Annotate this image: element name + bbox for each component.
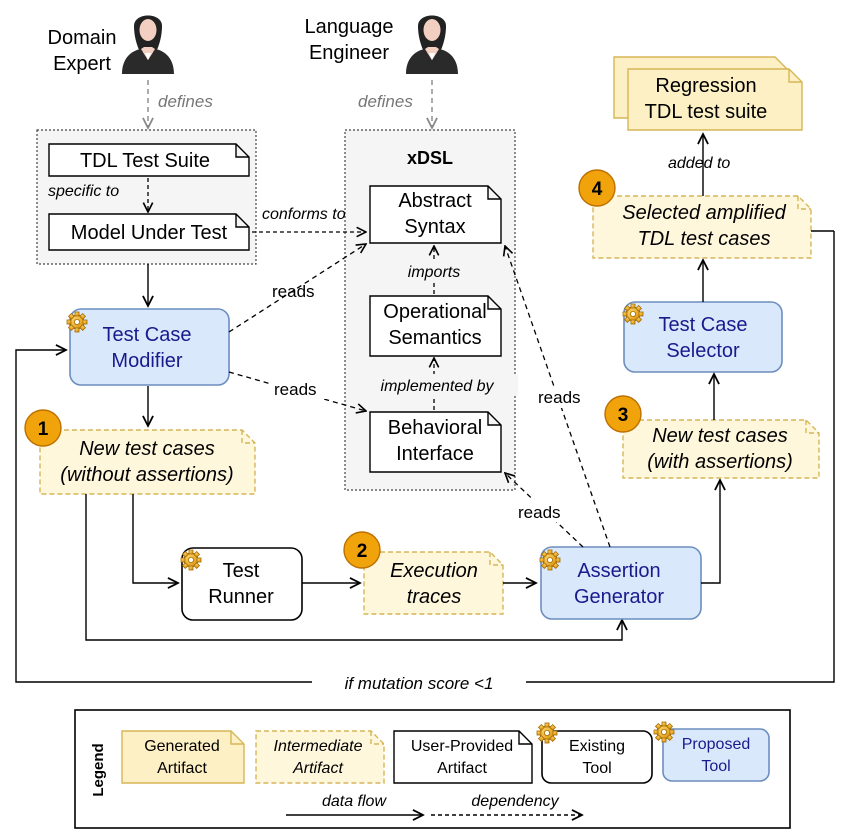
svg-text:4: 4	[592, 179, 603, 200]
new-cases-without-artifact	[39, 429, 256, 495]
domain-expert-icon	[122, 15, 174, 74]
legend-proposed-gear-icon	[653, 721, 675, 743]
operational-semantics-artifact	[369, 295, 502, 357]
edge-label-reads-3: reads	[538, 388, 581, 407]
svg-text:3: 3	[618, 405, 629, 426]
step-badge-1: 1	[24, 409, 62, 447]
selector-gear-icon	[622, 303, 644, 325]
modifier-gear-icon	[66, 311, 88, 333]
runner-gear-icon	[180, 549, 202, 571]
behavioral-interface-artifact	[369, 411, 502, 473]
edge-cases-to-runner	[132, 494, 178, 583]
legend-dependency-label: dependency	[471, 793, 559, 810]
execution-traces-artifact	[363, 551, 504, 615]
step-badge-3: 3	[604, 395, 642, 433]
model-under-test-label: Model Under Test	[71, 222, 228, 244]
tdl-test-suite-label: TDL Test Suite	[80, 150, 210, 172]
edge-label-implemented-by: implemented by	[381, 378, 495, 395]
regression-suite-artifact	[627, 68, 803, 131]
edge-generator-reads-syntax	[505, 246, 611, 548]
legend-existing-gear-icon	[536, 722, 558, 744]
edge-label-imports: imports	[408, 264, 460, 281]
edge-label-added-to: added to	[668, 155, 730, 172]
edge-generator-to-cases	[701, 480, 720, 584]
edge-label-defines-1: defines	[158, 92, 213, 111]
step-badge-4: 4	[578, 169, 616, 207]
new-cases-without-label: New test cases(without assertions)	[60, 438, 233, 486]
edge-label-mutation-score: if mutation score <1	[345, 674, 494, 693]
legend-existing-tool-shape	[541, 730, 653, 784]
assertion-generator-tool	[540, 546, 702, 620]
edge-label-defines-2: defines	[358, 92, 413, 111]
test-case-modifier-tool	[69, 308, 230, 386]
legend-user-provided-shape	[393, 730, 533, 784]
edge-label-reads-1: reads	[272, 282, 315, 301]
step-badge-2: 2	[343, 531, 381, 569]
model-under-test-artifact	[48, 213, 250, 251]
legend-generated-shape	[121, 730, 245, 784]
new-cases-with-label: New test cases(with assertions)	[647, 425, 793, 473]
generator-gear-icon	[539, 549, 561, 571]
legend-proposed-tool-shape	[662, 728, 770, 782]
selected-cases-artifact	[592, 195, 812, 259]
legend-data-flow-label: data flow	[322, 793, 387, 810]
edge-cases-to-generator	[85, 494, 622, 641]
svg-text:2: 2	[357, 541, 368, 562]
legend-intermediate-shape	[255, 730, 385, 784]
edge-label-specific-to: specific to	[48, 183, 119, 200]
edge-modifier-reads-syntax	[228, 244, 366, 333]
test-runner-tool	[181, 547, 303, 621]
edge-label-reads-2: reads	[274, 380, 317, 399]
edge-label-reads-4: reads	[518, 503, 561, 522]
xdsl-title: xDSL	[407, 148, 453, 168]
legend-title: Legend	[90, 743, 107, 796]
edge-modifier-reads-interface	[228, 371, 366, 411]
svg-text:1: 1	[38, 419, 49, 440]
new-cases-with-artifact	[622, 419, 820, 479]
abstract-syntax-artifact	[369, 185, 502, 244]
tdl-test-suite-artifact	[48, 143, 250, 177]
edge-label-conforms-to: conforms to	[262, 206, 346, 223]
language-engineer-icon	[406, 15, 458, 74]
edge-mutation-loop	[15, 231, 835, 683]
